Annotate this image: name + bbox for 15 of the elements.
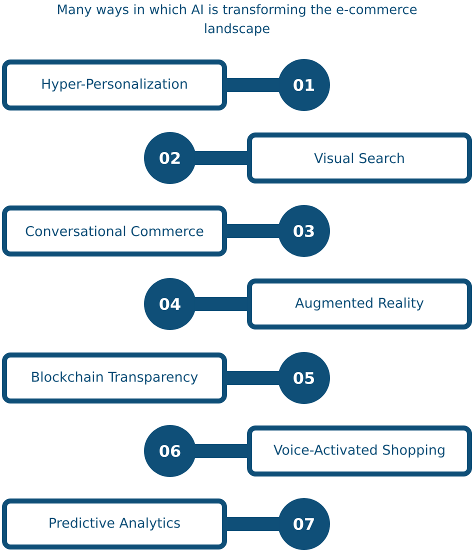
connector-bar — [227, 78, 280, 92]
connector-bar — [194, 444, 247, 458]
feature-box: Blockchain Transparency — [2, 352, 227, 404]
connector-bar — [227, 371, 280, 385]
connector-bar — [194, 297, 247, 311]
connector-bar — [227, 224, 280, 238]
connector-bar — [227, 517, 280, 531]
feature-box: Predictive Analytics — [2, 498, 227, 550]
feature-box: Augmented Reality — [247, 278, 472, 330]
connector-bar — [194, 151, 247, 165]
feature-box: Hyper-Personalization — [2, 60, 227, 110]
feature-box: Voice-Activated Shopping — [247, 426, 472, 476]
title: Many ways in which AI is transforming the e-commerce landscape — [58, 4, 417, 36]
feature-box: Conversational Commerce — [2, 206, 227, 256]
feature-box: Visual Search — [247, 132, 472, 184]
